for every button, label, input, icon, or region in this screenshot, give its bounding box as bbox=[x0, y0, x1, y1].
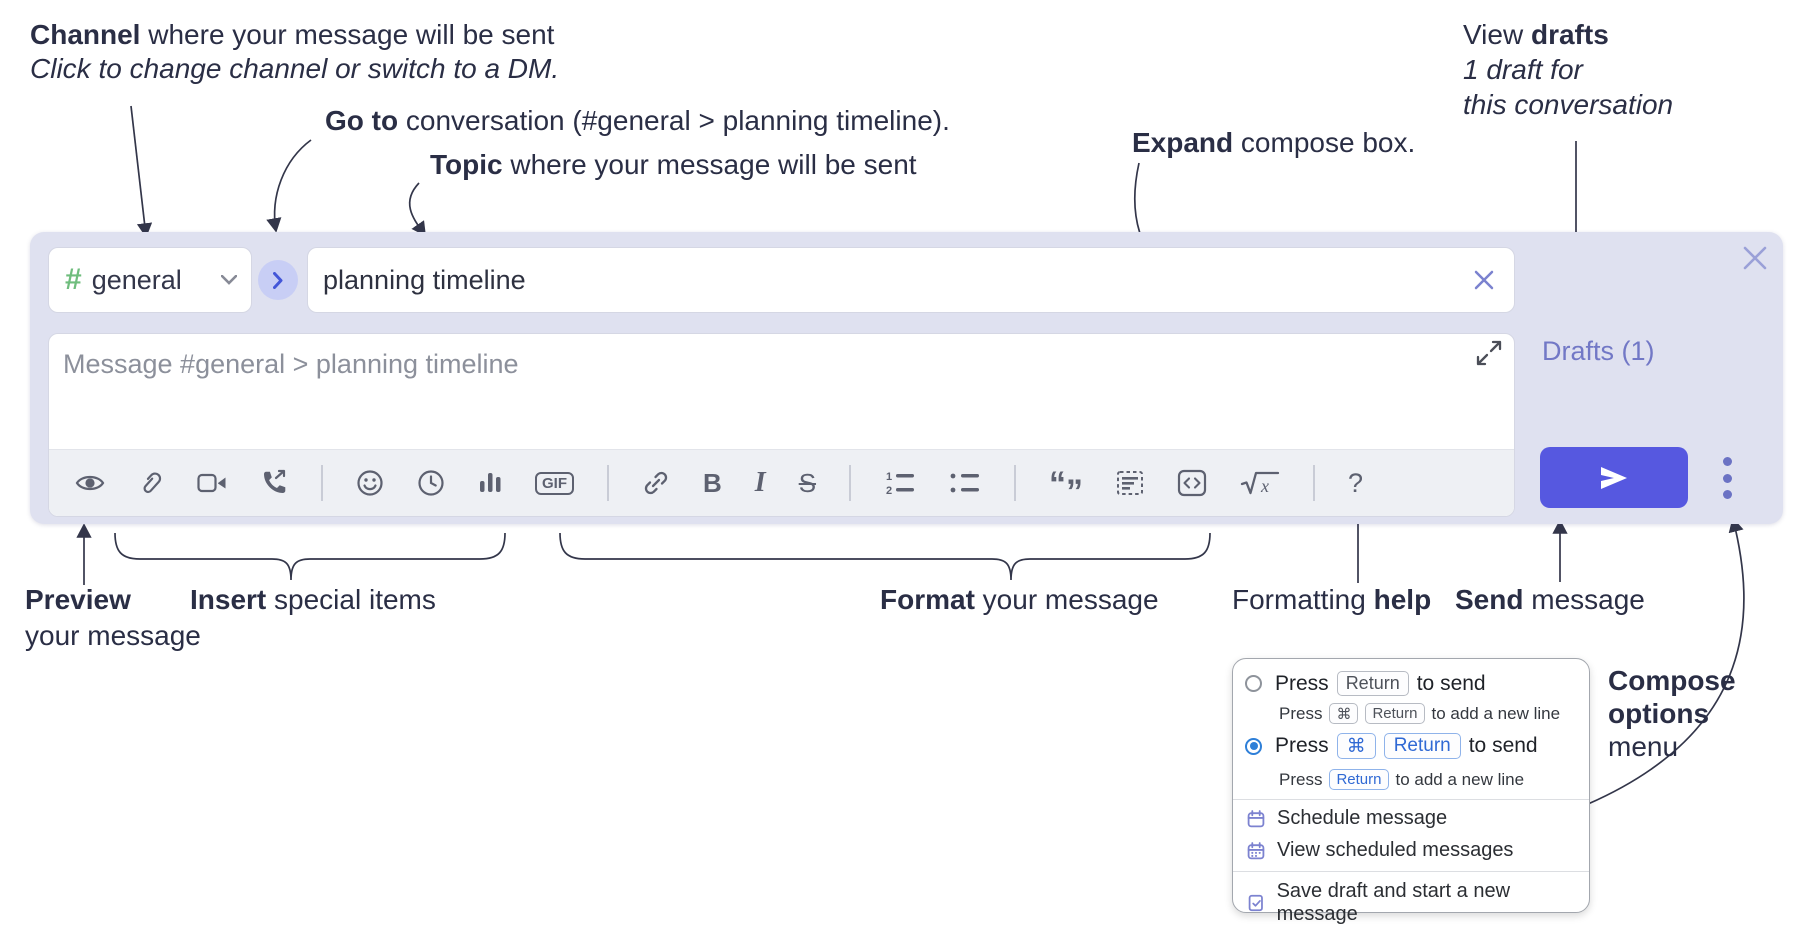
code-snippet-icon[interactable] bbox=[1116, 470, 1144, 496]
compose-options-annotation-line1: Compose bbox=[1608, 665, 1736, 696]
audio-call-icon[interactable] bbox=[260, 469, 288, 497]
channel-annotation-line2: Click to change channel or switch to a D… bbox=[30, 53, 560, 84]
goto-pointer-line bbox=[266, 139, 312, 233]
go-to-conversation-button[interactable] bbox=[258, 260, 298, 300]
return-key: Return bbox=[1336, 671, 1409, 696]
chevron-down-icon bbox=[221, 275, 237, 285]
send-option-return[interactable]: Press Return to send bbox=[1245, 671, 1486, 696]
document-check-icon bbox=[1248, 894, 1263, 912]
strikethrough-icon[interactable]: S bbox=[798, 467, 817, 498]
video-camera-icon[interactable] bbox=[197, 472, 227, 494]
option-label: Press bbox=[1275, 671, 1329, 695]
radio-unselected-icon[interactable] bbox=[1245, 675, 1262, 692]
topic-value: planning timeline bbox=[323, 264, 526, 295]
toolbar-divider bbox=[849, 465, 852, 501]
attachment-paperclip-icon[interactable] bbox=[138, 469, 164, 497]
return-key: Return bbox=[1383, 733, 1461, 759]
send-plane-icon bbox=[1601, 466, 1627, 489]
drafts-annotation-line2: 1 draft for bbox=[1463, 54, 1583, 85]
menu-divider bbox=[1233, 799, 1589, 800]
chevron-right-icon bbox=[273, 271, 283, 289]
compose-options-annotation-line3: menu bbox=[1608, 731, 1679, 762]
clear-topic-icon[interactable] bbox=[1472, 268, 1496, 292]
drafts-annotation-line1: View drafts bbox=[1463, 19, 1609, 50]
send-option-cmd-return[interactable]: Press ⌘ Return to send bbox=[1245, 733, 1538, 759]
calendar-grid-icon bbox=[1247, 841, 1265, 859]
link-icon[interactable] bbox=[642, 469, 670, 497]
svg-text:1: 1 bbox=[886, 471, 892, 483]
message-placeholder: Message #general > planning timeline bbox=[63, 349, 519, 379]
bulleted-list-icon[interactable] bbox=[949, 470, 981, 496]
send-option-cmd-return-subtext: Press Return to add a new line bbox=[1279, 769, 1525, 790]
insert-brace bbox=[114, 532, 506, 581]
preview-annotation-line2: your message bbox=[25, 620, 201, 651]
return-key: Return bbox=[1365, 703, 1425, 724]
close-compose-icon[interactable] bbox=[1741, 244, 1769, 277]
compose-options-annotation-line2: options bbox=[1608, 698, 1710, 729]
channel-name: general bbox=[91, 264, 182, 295]
option-label: to send bbox=[1416, 671, 1486, 695]
preview-eye-icon[interactable] bbox=[75, 471, 105, 495]
channel-selector[interactable]: # general bbox=[48, 247, 252, 313]
menu-item-view-scheduled[interactable]: View scheduled messages bbox=[1247, 839, 1513, 862]
topic-annotation: Topic where your message will be sent bbox=[430, 149, 917, 180]
option-label: to send bbox=[1468, 734, 1538, 757]
menu-item-save-draft[interactable]: Save draft and start a new message bbox=[1247, 880, 1589, 926]
clock-icon[interactable] bbox=[417, 469, 445, 497]
menu-divider bbox=[1233, 871, 1589, 872]
topic-input[interactable]: planning timeline bbox=[307, 247, 1515, 313]
calendar-icon bbox=[1247, 809, 1265, 827]
compose-options-menu: Press Return to send Press ⌘ Return to a… bbox=[1232, 658, 1590, 925]
format-annotation: Format your message bbox=[880, 584, 1159, 615]
expand-compose-icon[interactable] bbox=[1474, 338, 1504, 373]
return-key: Return bbox=[1329, 769, 1389, 790]
poll-bars-icon[interactable] bbox=[478, 470, 502, 496]
expand-annotation: Expand compose box. bbox=[1132, 127, 1416, 158]
radio-selected-icon[interactable] bbox=[1245, 737, 1262, 755]
svg-text:2: 2 bbox=[886, 485, 892, 496]
formatting-help-annotation: Formatting help bbox=[1232, 584, 1432, 615]
preview-annotation-line1: Preview bbox=[25, 584, 131, 615]
drafts-link[interactable]: Drafts (1) bbox=[1542, 336, 1655, 366]
menu-item-label: Schedule message bbox=[1277, 807, 1448, 829]
format-brace bbox=[559, 532, 1211, 581]
goto-annotation: Go to conversation (#general > planning … bbox=[325, 105, 950, 136]
bold-icon[interactable]: B bbox=[703, 467, 722, 498]
channel-hash-icon: # bbox=[65, 263, 82, 296]
send-annotation: Send message bbox=[1455, 584, 1645, 615]
toolbar-divider bbox=[1313, 465, 1316, 501]
insert-annotation: Insert special items bbox=[190, 584, 436, 615]
cmd-key: ⌘ bbox=[1336, 733, 1376, 759]
channel-pointer-line bbox=[130, 105, 153, 238]
channel-annotation-line1: Channel where your message will be sent bbox=[30, 19, 555, 50]
svg-text:x: x bbox=[1260, 476, 1269, 496]
message-input[interactable]: Message #general > planning timeline GIF… bbox=[48, 333, 1515, 517]
formula-icon[interactable]: x bbox=[1240, 469, 1280, 497]
toolbar-divider bbox=[1014, 465, 1017, 501]
menu-item-schedule[interactable]: Schedule message bbox=[1247, 807, 1447, 830]
send-button[interactable] bbox=[1540, 447, 1688, 508]
formatting-help-icon[interactable]: ? bbox=[1348, 467, 1364, 498]
blockquote-icon[interactable]: “” bbox=[1049, 465, 1084, 511]
menu-item-label: Save draft and start a new message bbox=[1276, 880, 1511, 925]
topic-pointer-line bbox=[408, 182, 426, 237]
drafts-annotation-line3: this conversation bbox=[1463, 89, 1674, 120]
cmd-key: ⌘ bbox=[1329, 703, 1359, 724]
compose-box: # general planning timeline Message #gen… bbox=[30, 232, 1783, 524]
send-option-return-subtext: Press ⌘ Return to add a new line bbox=[1279, 703, 1561, 724]
toolbar-divider bbox=[607, 465, 609, 501]
compose-options-kebab-icon[interactable] bbox=[1707, 457, 1747, 499]
gif-icon[interactable]: GIF bbox=[535, 471, 574, 495]
toolbar-divider bbox=[321, 465, 323, 501]
option-label: Press bbox=[1275, 734, 1329, 757]
emoji-icon[interactable] bbox=[356, 469, 384, 497]
menu-item-label: View scheduled messages bbox=[1277, 839, 1514, 861]
italic-icon[interactable]: I bbox=[754, 467, 766, 498]
code-icon[interactable] bbox=[1177, 469, 1207, 497]
